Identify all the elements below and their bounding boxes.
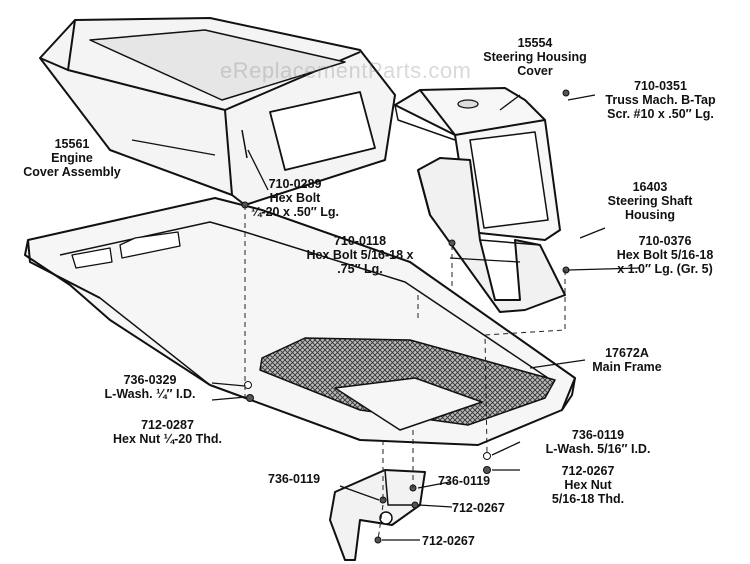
callout-main-frame: 17672A Main Frame bbox=[592, 346, 662, 374]
callout-hex-bolt-0376: 710-0376 Hex Bolt 5/16-18 x 1.0″ Lg. (Gr… bbox=[616, 234, 714, 276]
steering-shaft-housing bbox=[417, 157, 566, 313]
nut-712-0287 bbox=[246, 394, 254, 402]
callout-steering-shaft-housing: 16403 Steering Shaft Housing bbox=[607, 180, 693, 222]
hardware bbox=[241, 89, 570, 544]
callout-bracket-washer-left: 736-0119 bbox=[268, 472, 321, 486]
callout-lock-washer-0329: 736-0329 L-Wash. ¼″ I.D. bbox=[104, 373, 196, 401]
washer-736-0329 bbox=[244, 381, 252, 389]
callout-hex-bolt-0118: 710-0118 Hex Bolt 5/16-18 x .75″ Lg. bbox=[306, 234, 414, 276]
callout-hex-nut-0287: 712-0287 Hex Nut ¼-20 Thd. bbox=[112, 418, 223, 446]
callout-hex-nut-0267: 712-0267 Hex Nut 5/16-18 Thd. bbox=[551, 464, 625, 506]
watermark: eReplacementParts.com bbox=[220, 58, 472, 83]
callout-engine-cover: 15561 Engine Cover Assembly bbox=[23, 137, 121, 179]
alignment-lines bbox=[244, 205, 566, 541]
leader-lines bbox=[131, 94, 641, 541]
engine-cover-assembly bbox=[39, 17, 396, 206]
mounting-bracket bbox=[329, 469, 426, 561]
washer-736-0119 bbox=[483, 452, 491, 460]
callout-bracket-washer-right: 736-0119 bbox=[438, 474, 491, 488]
callout-truss-screw: 710-0351 Truss Mach. B-Tap Scr. #10 x .5… bbox=[605, 79, 716, 121]
callout-steering-housing-cover: 15554 Steering Housing Cover bbox=[483, 36, 587, 78]
main-frame bbox=[24, 197, 576, 446]
callout-lock-washer-0119: 736-0119 L-Wash. 5/16″ I.D. bbox=[545, 428, 651, 456]
callout-bracket-nut-bottom: 712-0267 bbox=[422, 534, 475, 548]
screw-710-0351 bbox=[562, 89, 570, 97]
callout-hex-bolt-0289: 710-0289 Hex Bolt ¼-20 x .50″ Lg. bbox=[251, 177, 339, 219]
nut-712-0267 bbox=[483, 466, 491, 474]
callout-bracket-nut-right: 712-0267 bbox=[452, 501, 505, 515]
